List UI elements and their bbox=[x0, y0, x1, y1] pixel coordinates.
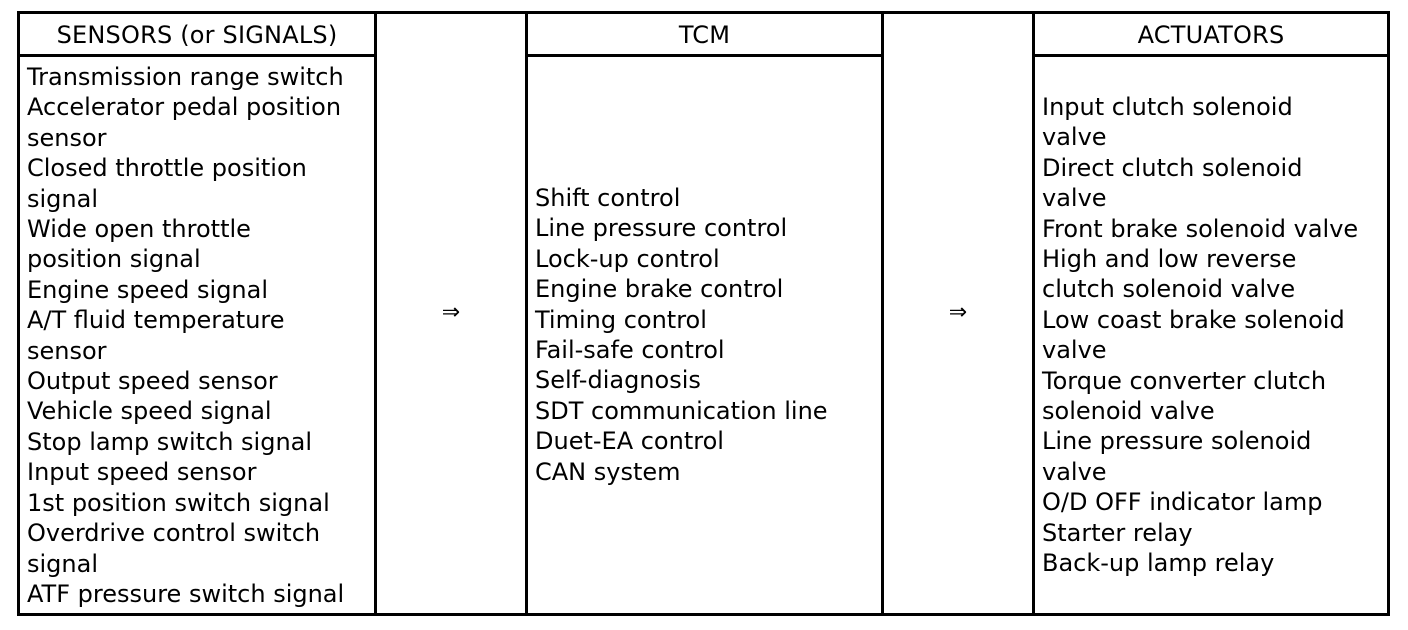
actuators-header-rule bbox=[1035, 54, 1387, 57]
arrow-icon: ⇒ bbox=[441, 300, 461, 325]
divider-1 bbox=[374, 14, 377, 613]
tcm-header-rule bbox=[528, 54, 881, 57]
actuators-column: ACTUATORS Input clutch solenoid valve Di… bbox=[1035, 14, 1387, 613]
sensors-header-rule bbox=[20, 54, 374, 57]
divider-3 bbox=[881, 14, 884, 613]
arrow-column-2: ⇒ bbox=[884, 14, 1032, 613]
arrow-icon: ⇒ bbox=[948, 300, 968, 325]
divider-4 bbox=[1032, 14, 1035, 613]
actuators-list: Input clutch solenoid valve Direct clutc… bbox=[1042, 93, 1359, 578]
tcm-header: TCM bbox=[678, 21, 731, 49]
divider-2 bbox=[525, 14, 528, 613]
actuators-header: ACTUATORS bbox=[1137, 21, 1285, 49]
arrow-column-1: ⇒ bbox=[377, 14, 525, 613]
diagram-frame: SENSORS (or SIGNALS) Transmission range … bbox=[17, 11, 1390, 616]
tcm-list: Shift control Line pressure control Lock… bbox=[535, 184, 828, 486]
sensors-column: SENSORS (or SIGNALS) Transmission range … bbox=[20, 14, 374, 613]
sensors-header: SENSORS (or SIGNALS) bbox=[56, 21, 338, 49]
tcm-column: TCM Shift control Line pressure control … bbox=[528, 14, 881, 613]
sensors-list: Transmission range switch Accelerator pe… bbox=[27, 63, 345, 608]
